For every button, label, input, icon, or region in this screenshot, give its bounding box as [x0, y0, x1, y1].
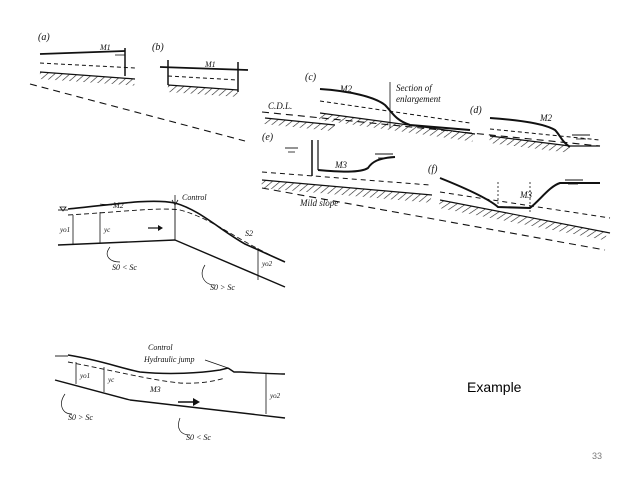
m3-label-e: M3 [334, 160, 347, 170]
m3-profile-e [317, 156, 396, 173]
panel-a: (a) M1 [38, 32, 136, 86]
channel-bed-middle-left [57, 239, 176, 246]
yo2-label-bottom: yo2 [269, 392, 281, 400]
panel-b: (b) M1 [152, 42, 249, 97]
figure-bottom: Control Hydraulic jump M3 yo1 yc yo2 S0 … [54, 343, 286, 442]
channel-bed-hatch [39, 72, 135, 86]
channel-bed-bottom-left [54, 379, 131, 401]
panel-d-letter: (d) [470, 105, 482, 116]
critical-depth-line-top [29, 83, 246, 142]
panel-c: (c) M2 Section of enlargement C.D.L. [261, 72, 601, 147]
panel-d: (d) M2 [470, 105, 601, 153]
control-label-bottom: Control [148, 343, 173, 352]
yo1-label-middle: yo1 [59, 226, 70, 234]
control-label-middle: Control [182, 193, 207, 202]
yc-label-bottom: yc [107, 376, 115, 384]
hydraulic-jump-label: Hydraulic jump [143, 355, 194, 364]
panel-f: (f) M3 [428, 164, 611, 241]
slope-right-bottom: S0 < Sc [186, 433, 211, 442]
water-surface-bottom [67, 354, 229, 375]
section-label-2: enlargement [396, 94, 441, 104]
m3-label-f: M3 [519, 190, 532, 200]
caption-example: Example [467, 379, 522, 395]
m1-label-a: M1 [99, 43, 111, 52]
panel-e-letter: (e) [262, 132, 274, 143]
panel-a-letter: (a) [38, 32, 50, 43]
m1-label-b: M1 [204, 60, 216, 69]
yc-label-middle: yc [103, 226, 111, 234]
m2-profile-c [319, 88, 471, 131]
channel-bed [39, 71, 136, 80]
channel-bed-middle-right [174, 239, 286, 288]
m2-label-d: M2 [539, 113, 552, 123]
m3-profile-f [439, 177, 600, 210]
m1-profile-b [159, 66, 249, 71]
m3-label-bottom: M3 [149, 385, 161, 394]
normal-depth-line [39, 62, 136, 69]
panel-c-letter: (c) [305, 72, 317, 83]
m1-profile [39, 50, 126, 55]
yo1-label-bottom: yo1 [79, 372, 90, 380]
slope-left-middle: S0 < Sc [112, 263, 137, 272]
channel-bed-bottom-right [129, 399, 286, 419]
panel-b-letter: (b) [152, 42, 164, 53]
panel-f-letter: (f) [428, 164, 438, 175]
section-label-1: Section of [396, 83, 433, 93]
slope-left-bottom: S0 > Sc [68, 413, 93, 422]
figure-middle: M2 Control S2 yo1 yc yo2 S0 < Sc S0 > Sc [57, 193, 286, 292]
cdl-label: C.D.L. [268, 101, 292, 111]
panel-e: (e) M3 Mild slope [261, 132, 606, 251]
m2-label-c: M2 [339, 84, 352, 94]
m2-label-middle: M2 [112, 201, 124, 210]
slope-right-middle: S0 > Sc [210, 283, 235, 292]
yo2-label-middle: yo2 [261, 260, 273, 268]
s2-label-middle: S2 [245, 229, 253, 238]
mild-slope-label: Mild slope [299, 198, 338, 208]
page-number: 33 [592, 451, 603, 461]
